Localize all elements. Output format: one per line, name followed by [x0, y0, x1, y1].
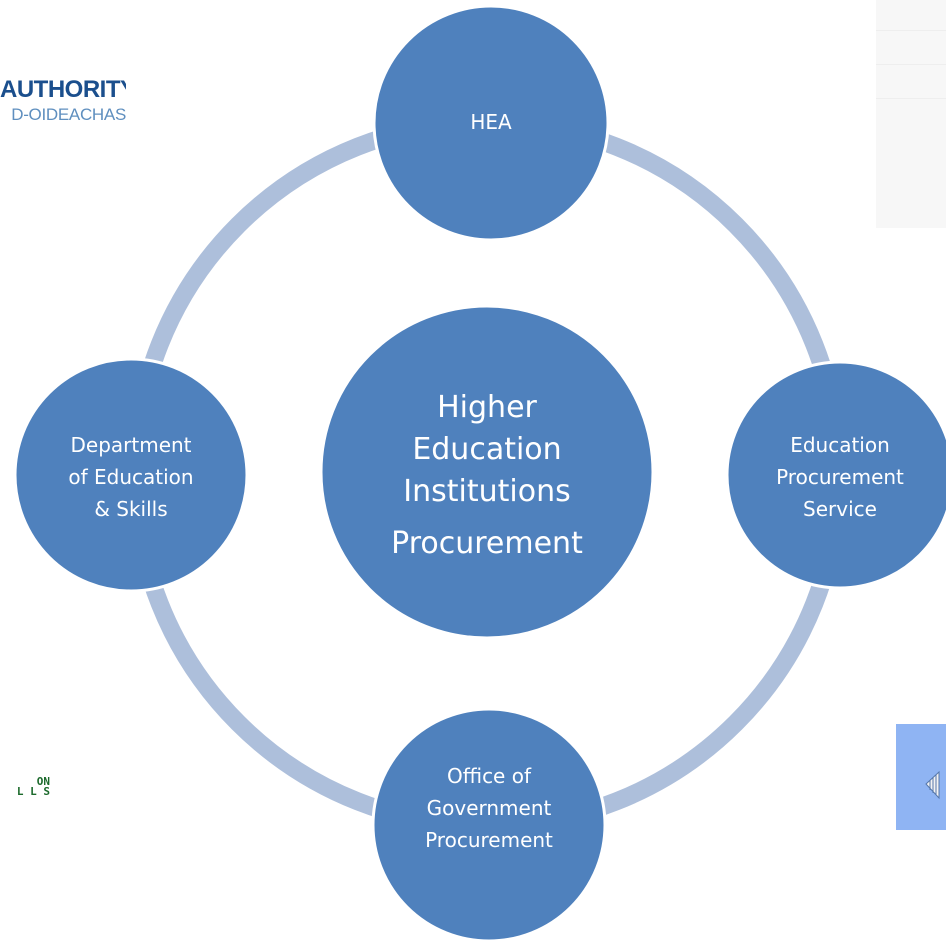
hea-logo-text: AUTHORITY: [0, 76, 126, 103]
node-circle-eps[interactable]: [725, 360, 946, 590]
hea-logo-subtext: D-OIDEACHAS: [11, 105, 126, 124]
node-circle-des[interactable]: [13, 357, 249, 593]
node-circle-hea[interactable]: [372, 4, 610, 242]
ops-logo: [896, 724, 946, 830]
des-logo-line-1: ON: [36, 777, 50, 788]
center-circle[interactable]: [319, 304, 655, 640]
des-logo-text: ON L L S: [0, 777, 50, 797]
faded-logo-background: [876, 0, 946, 228]
node-circle-ogp[interactable]: [371, 707, 607, 943]
des-logo-line-2: L L S: [16, 785, 50, 797]
